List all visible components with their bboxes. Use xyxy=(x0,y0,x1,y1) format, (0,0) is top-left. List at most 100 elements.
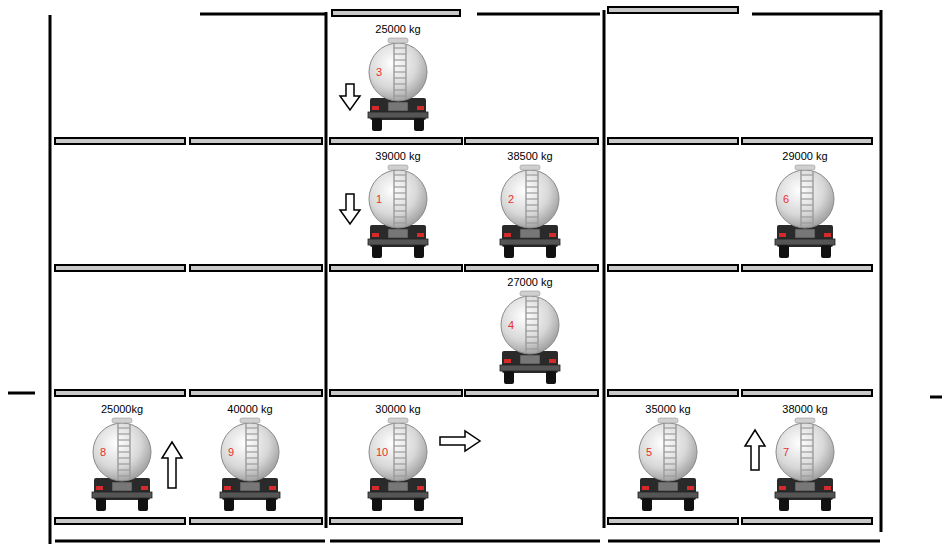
ladder-rung xyxy=(118,427,130,428)
tail-light xyxy=(549,359,556,363)
tank-hatch xyxy=(388,418,408,423)
weight-label: 30000 kg xyxy=(353,403,443,416)
ladder-rung xyxy=(394,83,406,84)
tail-light xyxy=(417,486,424,490)
ladder-rung xyxy=(394,53,406,54)
truck-wheel xyxy=(821,245,831,258)
ladder-rung xyxy=(801,180,813,181)
truck-body: 1 xyxy=(366,163,430,259)
ladder-rung xyxy=(394,47,406,48)
ladder-rung xyxy=(394,95,406,96)
ladder-rung xyxy=(801,222,813,223)
plate xyxy=(795,229,815,238)
truck-wheel xyxy=(266,498,276,511)
wall-line xyxy=(880,10,883,532)
tail-light xyxy=(779,486,786,490)
ladder-rung xyxy=(526,186,538,187)
truck-wheel xyxy=(414,118,424,131)
truck-wheel xyxy=(821,498,831,511)
tank-hatch xyxy=(112,418,132,423)
parking-bar xyxy=(465,138,598,144)
weight-label: 40000 kg xyxy=(205,403,295,416)
direction-arrow xyxy=(162,84,765,488)
parking-bar xyxy=(742,138,872,144)
truck-wheel xyxy=(138,498,148,511)
truck-wheel xyxy=(779,245,789,258)
truck-number: 4 xyxy=(508,319,514,331)
truck-picture xyxy=(218,416,282,512)
parking-bar xyxy=(608,138,738,144)
ladder-rung xyxy=(664,451,676,452)
wall-line xyxy=(49,15,52,544)
tank xyxy=(369,43,427,101)
tanker-truck: 25000 kg3 xyxy=(353,23,443,132)
weight-label: 38000 kg xyxy=(760,403,850,416)
truck-picture xyxy=(498,163,562,259)
tail-light xyxy=(824,233,831,237)
ladder-rung xyxy=(801,174,813,175)
wall-line xyxy=(477,13,600,16)
ladder-rung xyxy=(526,222,538,223)
truck-picture xyxy=(90,416,154,512)
plate xyxy=(520,355,540,364)
truck-picture xyxy=(366,416,430,512)
truck-wheel xyxy=(504,245,514,258)
truck-bumper xyxy=(92,492,152,498)
tail-light xyxy=(824,486,831,490)
ladder-rung xyxy=(394,186,406,187)
ladder-rung xyxy=(526,336,538,337)
ladder-rung xyxy=(394,463,406,464)
truck-picture xyxy=(366,163,430,259)
tanker-truck: 30000 kg10 xyxy=(353,403,443,512)
truck-body: 8 xyxy=(90,416,154,512)
ladder-rung xyxy=(526,348,538,349)
ladder-rung xyxy=(801,445,813,446)
tail-light xyxy=(504,233,511,237)
truck-picture xyxy=(498,289,562,385)
weight-label: 25000 kg xyxy=(353,23,443,36)
direction-arrow xyxy=(745,430,765,470)
tank xyxy=(369,423,427,481)
plate xyxy=(658,482,678,491)
ladder-rung xyxy=(394,451,406,452)
ladder-rung xyxy=(118,469,130,470)
ladder-rung xyxy=(526,342,538,343)
ladder-rung xyxy=(394,475,406,476)
truck-bumper xyxy=(500,365,560,371)
truck-bumper xyxy=(775,239,835,245)
ladder-rung xyxy=(394,204,406,205)
ladder-rung xyxy=(394,445,406,446)
tanker-truck: 29000 kg6 xyxy=(760,150,850,259)
parking-bar xyxy=(330,265,462,271)
truck-wheel xyxy=(414,498,424,511)
ladder-rung xyxy=(664,439,676,440)
tanker-truck: 38000 kg7 xyxy=(760,403,850,512)
ladder-rung xyxy=(118,463,130,464)
tank-hatch xyxy=(658,418,678,423)
parking-bar xyxy=(55,518,185,524)
ladder-rung xyxy=(664,457,676,458)
ladder-rung xyxy=(394,439,406,440)
truck-picture xyxy=(773,416,837,512)
ladder-rung xyxy=(246,451,258,452)
truck-body: 7 xyxy=(773,416,837,512)
truck-picture xyxy=(773,163,837,259)
wall-line xyxy=(752,13,880,16)
ladder-rung xyxy=(801,192,813,193)
tank xyxy=(776,423,834,481)
ladder-rung xyxy=(801,198,813,199)
ladder-rung xyxy=(664,469,676,470)
weight-label: 25000kg xyxy=(77,403,167,416)
tanker-truck: 38500 kg2 xyxy=(485,150,575,259)
tanker-truck: 27000 kg4 xyxy=(485,276,575,385)
plate xyxy=(388,482,408,491)
ladder-rung xyxy=(801,457,813,458)
ladder-rung xyxy=(246,439,258,440)
tail-light xyxy=(642,486,649,490)
tail-light xyxy=(372,106,379,110)
ladder-rung xyxy=(526,300,538,301)
ladder-rung xyxy=(801,186,813,187)
parking-bar xyxy=(55,7,872,524)
ladder-rung xyxy=(801,451,813,452)
ladder-rung xyxy=(394,433,406,434)
